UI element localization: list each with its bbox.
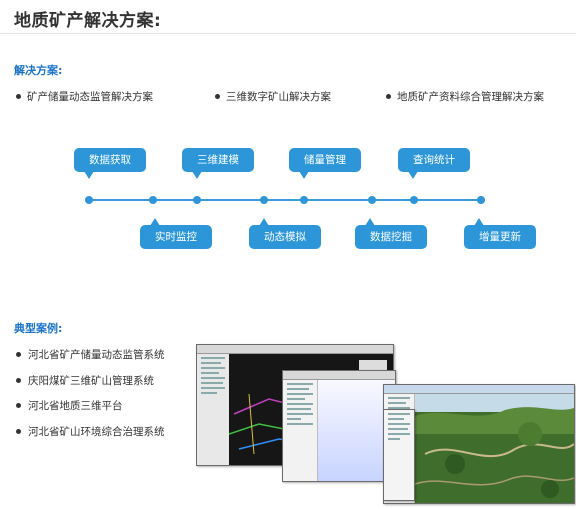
screenshot-software-window [282, 370, 396, 482]
timeline-box-incremental-update: 增量更新 [464, 218, 536, 249]
timeline-box-reserve-management: 储量管理 [289, 148, 361, 179]
timeline-box-realtime-monitoring: 实时监控 [140, 218, 212, 249]
cases-heading: 典型案例: [14, 322, 63, 335]
timeline-box-dynamic-simulation: 动态模拟 [249, 218, 321, 249]
timeline-dot [410, 196, 418, 204]
timeline-dot [85, 196, 93, 204]
title-divider [0, 33, 576, 34]
timeline-box-query-statistics: 查询统计 [398, 148, 470, 179]
blank-viewport [318, 380, 395, 481]
timeline-dot [193, 196, 201, 204]
solution-item: 矿产储量动态监管解决方案 [16, 89, 153, 104]
window-titlebar [384, 385, 574, 394]
case-item: 庆阳煤矿三维矿山管理系统 [16, 373, 154, 388]
terrain-view [415, 394, 574, 503]
timeline-dot [477, 196, 485, 204]
timeline-dot [260, 196, 268, 204]
solution-item: 三维数字矿山解决方案 [215, 89, 331, 104]
timeline-box-data-acquisition: 数据获取 [74, 148, 146, 179]
timeline-box-3d-modeling: 三维建模 [182, 148, 254, 179]
solution-item: 地质矿产资料综合管理解决方案 [386, 89, 544, 104]
case-item: 河北省矿产储量动态监管系统 [16, 347, 165, 362]
window-titlebar [283, 371, 395, 380]
timeline-box-data-mining: 数据挖掘 [355, 218, 427, 249]
timeline-dot [300, 196, 308, 204]
window-titlebar [197, 345, 393, 354]
page-title: 地质矿产解决方案: [14, 11, 162, 31]
case-item: 河北省地质三维平台 [16, 398, 123, 413]
timeline-line [87, 199, 485, 201]
solutions-heading: 解决方案: [14, 64, 63, 77]
timeline-dot [368, 196, 376, 204]
tree-panel [283, 380, 318, 481]
screenshot-tree-overlay [383, 409, 415, 501]
timeline-dot [149, 196, 157, 204]
case-item: 河北省矿山环境综合治理系统 [16, 424, 165, 439]
tree-panel [197, 354, 229, 465]
